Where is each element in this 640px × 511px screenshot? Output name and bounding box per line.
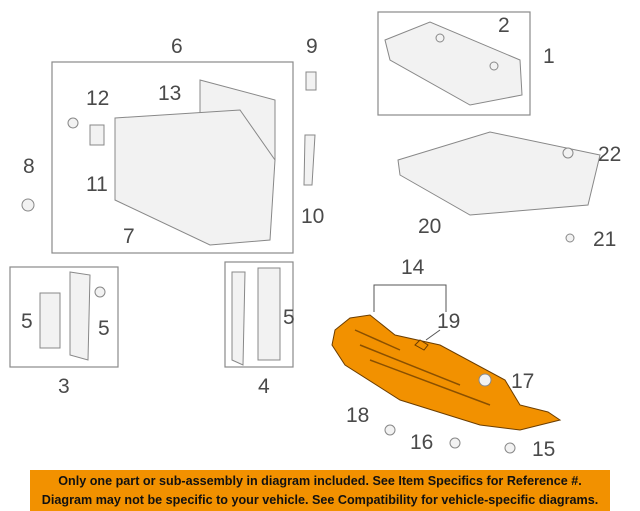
callout-10: 10 — [301, 205, 324, 228]
part-20-shape — [397, 131, 601, 216]
bracket-shape — [257, 267, 281, 361]
callout-5: 5 — [21, 310, 33, 333]
leader-19 — [425, 329, 441, 341]
callout-16: 16 — [410, 431, 433, 454]
disclaimer-banner: Only one part or sub-assembly in diagram… — [30, 470, 610, 511]
callout-3: 3 — [58, 375, 70, 398]
callout-6: 6 — [171, 35, 183, 58]
clip-icon — [489, 61, 499, 71]
group-box-6 — [51, 61, 294, 254]
callout-17: 17 — [511, 370, 534, 393]
part-19-clip — [414, 339, 429, 351]
part-9-shape — [305, 71, 317, 91]
bolt-icon — [384, 424, 396, 436]
banner-line-2: Diagram may not be specific to your vehi… — [41, 493, 599, 507]
part-10-shape — [303, 134, 316, 186]
nut-icon — [562, 147, 574, 159]
callout-2: 2 — [498, 14, 510, 37]
part-11-shape — [89, 124, 105, 146]
callout-7: 7 — [123, 225, 135, 248]
callout-8: 8 — [23, 155, 35, 178]
callout-5: 5 — [283, 306, 295, 329]
bracket-shape — [39, 292, 61, 349]
callout-11: 11 — [86, 173, 108, 196]
bolt-icon — [504, 442, 516, 454]
bracket-shape — [69, 271, 91, 361]
callout-4: 4 — [258, 375, 270, 398]
banner-line-1: Only one part or sub-assembly in diagram… — [58, 474, 582, 488]
part-1-shape — [384, 21, 523, 106]
part-7-shape — [114, 109, 276, 246]
callout-19: 19 — [437, 310, 460, 333]
nut-icon — [478, 373, 492, 387]
group-box-4 — [224, 261, 294, 368]
bracket-shape — [231, 271, 246, 366]
clip-icon — [435, 33, 445, 43]
callout-15: 15 — [532, 438, 555, 461]
callout-5: 5 — [98, 317, 110, 340]
callout-14: 14 — [401, 256, 425, 279]
callout-22: 22 — [598, 143, 621, 166]
callout-9: 9 — [306, 35, 318, 58]
bolt-icon — [21, 198, 35, 212]
group-box-1 — [377, 11, 531, 116]
bolt-icon — [449, 437, 461, 449]
undertray-ribs — [354, 329, 491, 406]
part-14-undertray — [331, 314, 562, 431]
bolt-icon — [565, 233, 575, 243]
group-box-3 — [9, 266, 119, 368]
callout-1: 1 — [543, 45, 555, 68]
leader-14 — [373, 284, 447, 312]
callout-13: 13 — [158, 82, 181, 105]
callout-18: 18 — [346, 404, 369, 427]
callout-12: 12 — [86, 87, 109, 110]
callout-21: 21 — [593, 228, 616, 251]
callout-20: 20 — [418, 215, 441, 238]
bolt-icon — [94, 286, 106, 298]
bolt-icon — [67, 117, 79, 129]
